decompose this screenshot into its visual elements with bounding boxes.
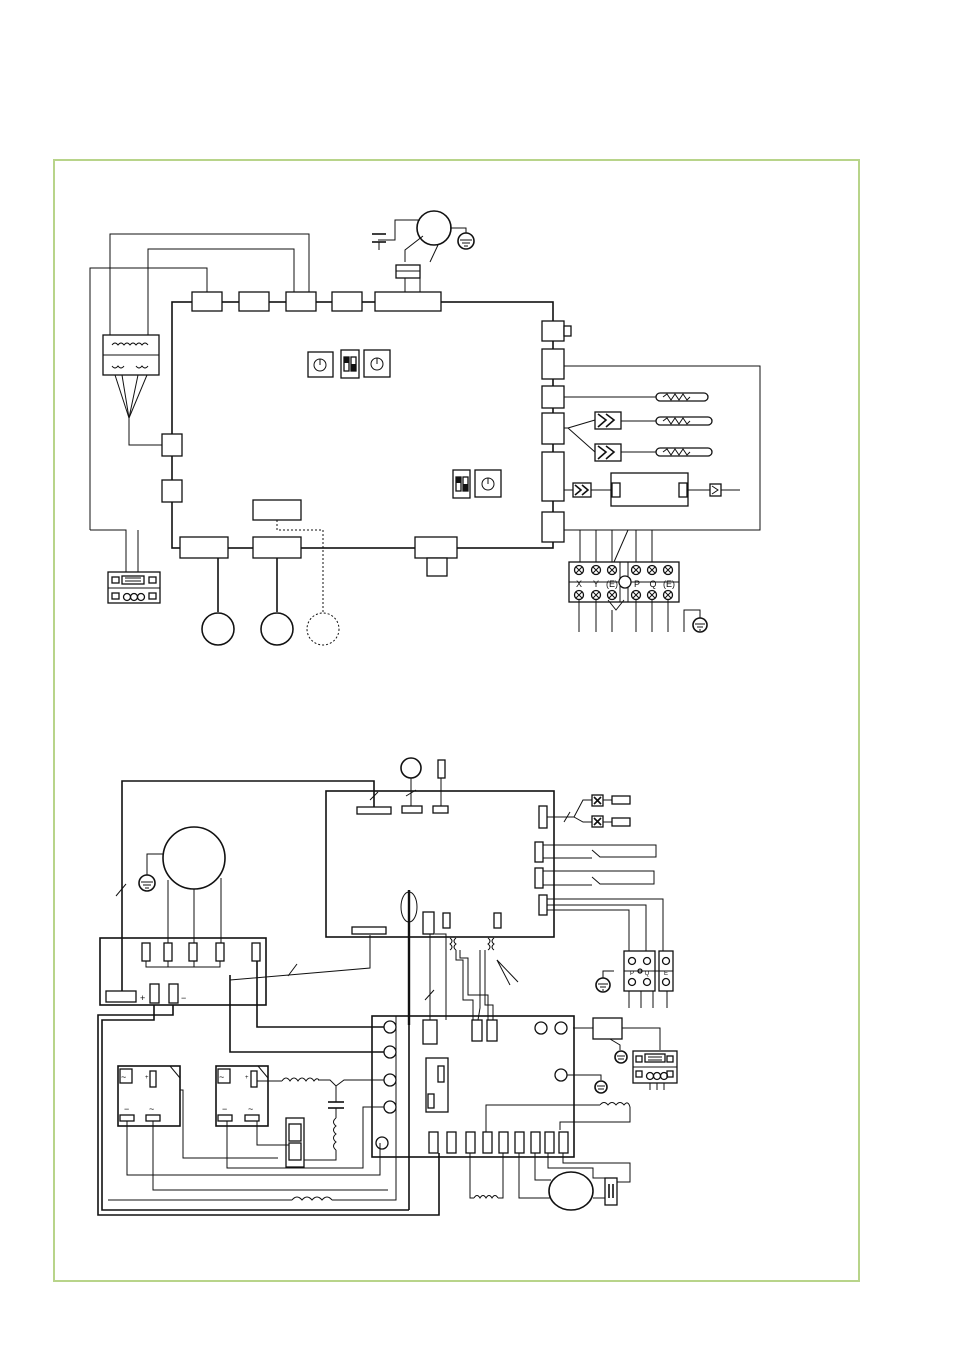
coil-icon [485, 1102, 631, 1143]
outdoor-inverter-board [371, 1015, 575, 1158]
diagram-frame [53, 159, 860, 1282]
terminal-label-e1: (E) [606, 579, 618, 589]
terminal-label-p: P [630, 971, 634, 977]
rotary-switch-icon [363, 349, 391, 378]
ground-icon [450, 227, 475, 250]
ground-icon [138, 874, 156, 892]
dip-switch-icon [452, 469, 471, 499]
terminal-label-x: X [576, 579, 582, 589]
indoor-fan-motor [372, 210, 475, 292]
polarity-plus: + [140, 993, 145, 1003]
outdoor-terminal-block: P Q E [595, 950, 674, 1008]
svg-text:~: ~ [219, 1072, 224, 1082]
polarity-minus: − [181, 993, 186, 1003]
capacitor-icon [608, 1184, 614, 1198]
ground-icon [595, 977, 611, 993]
sensor-circle [400, 757, 422, 779]
screw-terminal-icon [627, 977, 637, 987]
ground-icon [594, 1080, 608, 1094]
capacitor-icon [372, 233, 386, 250]
outdoor-bottom-connectors [428, 1131, 569, 1154]
outdoor-fan-motor [518, 1153, 631, 1211]
coil-icon [449, 937, 519, 1021]
rotary-switch-icon [307, 351, 334, 378]
coil-icon [469, 1153, 504, 1199]
terminal-label-q: Q [649, 579, 656, 589]
motor-icon [162, 826, 226, 890]
terminal-label-q: Q [645, 971, 650, 977]
svg-text:~: ~ [121, 1072, 126, 1082]
indoor-right-connectors [541, 320, 572, 543]
screw-terminal-icon [661, 956, 671, 966]
svg-text:+: + [145, 1075, 149, 1081]
switch-icon [564, 472, 740, 507]
screw-terminal-icon [661, 977, 671, 987]
indoor-top-connectors [191, 291, 442, 312]
compressor [138, 826, 226, 943]
outdoor-power-terminal-block [632, 1050, 678, 1090]
terminal-label-e2: (E) [663, 579, 675, 589]
screw-terminal-icon [136, 592, 146, 602]
motor-icon [260, 612, 294, 646]
screw-terminal-icon [627, 956, 637, 966]
svg-text:−: − [124, 1104, 129, 1114]
terminal-label-p: P [634, 579, 640, 589]
motor-icon [416, 210, 452, 246]
thermistor-icon [564, 427, 713, 462]
terminal-label-e: E [664, 971, 668, 977]
screw-terminal-icon [659, 1071, 669, 1081]
rotary-switch-icon [474, 469, 502, 498]
indoor-control-board [171, 301, 554, 549]
rectifier-right: ~ + − ~ [215, 1065, 269, 1127]
power-module: + − [99, 937, 267, 1006]
outdoor-unit-diagram: + − [97, 757, 678, 1216]
ground-icon [614, 1050, 628, 1064]
screw-terminal-icon [642, 956, 652, 966]
ground-icon [692, 617, 708, 633]
motor-icon [548, 1171, 594, 1211]
optional-device-circle [306, 612, 340, 646]
indoor-unit-diagram: X Y (E) P Q (E) [89, 210, 761, 646]
dip-switch-icon [340, 349, 360, 379]
outdoor-board-right-connectors [534, 794, 664, 951]
svg-text:−: − [222, 1104, 227, 1114]
indoor-transformer [102, 334, 162, 446]
terminal-label-y: Y [593, 579, 599, 589]
indoor-power-terminal-block [90, 529, 161, 604]
screw-terminal-icon [642, 977, 652, 987]
coil-icon [108, 1016, 397, 1201]
motor-icon [201, 612, 235, 646]
coil-icon [281, 1077, 384, 1161]
indoor-communication-terminal-block: X Y (E) P Q (E) [568, 529, 708, 633]
svg-text:~: ~ [248, 1104, 253, 1114]
svg-text:+: + [245, 1075, 249, 1081]
rectifier-left: ~ + − ~ [117, 1065, 181, 1127]
thermistor-icon [567, 411, 713, 453]
screw-terminal-icon [573, 564, 674, 601]
thermistor-icon [564, 392, 709, 402]
svg-text:~: ~ [149, 1104, 154, 1114]
outdoor-control-board [325, 790, 555, 938]
